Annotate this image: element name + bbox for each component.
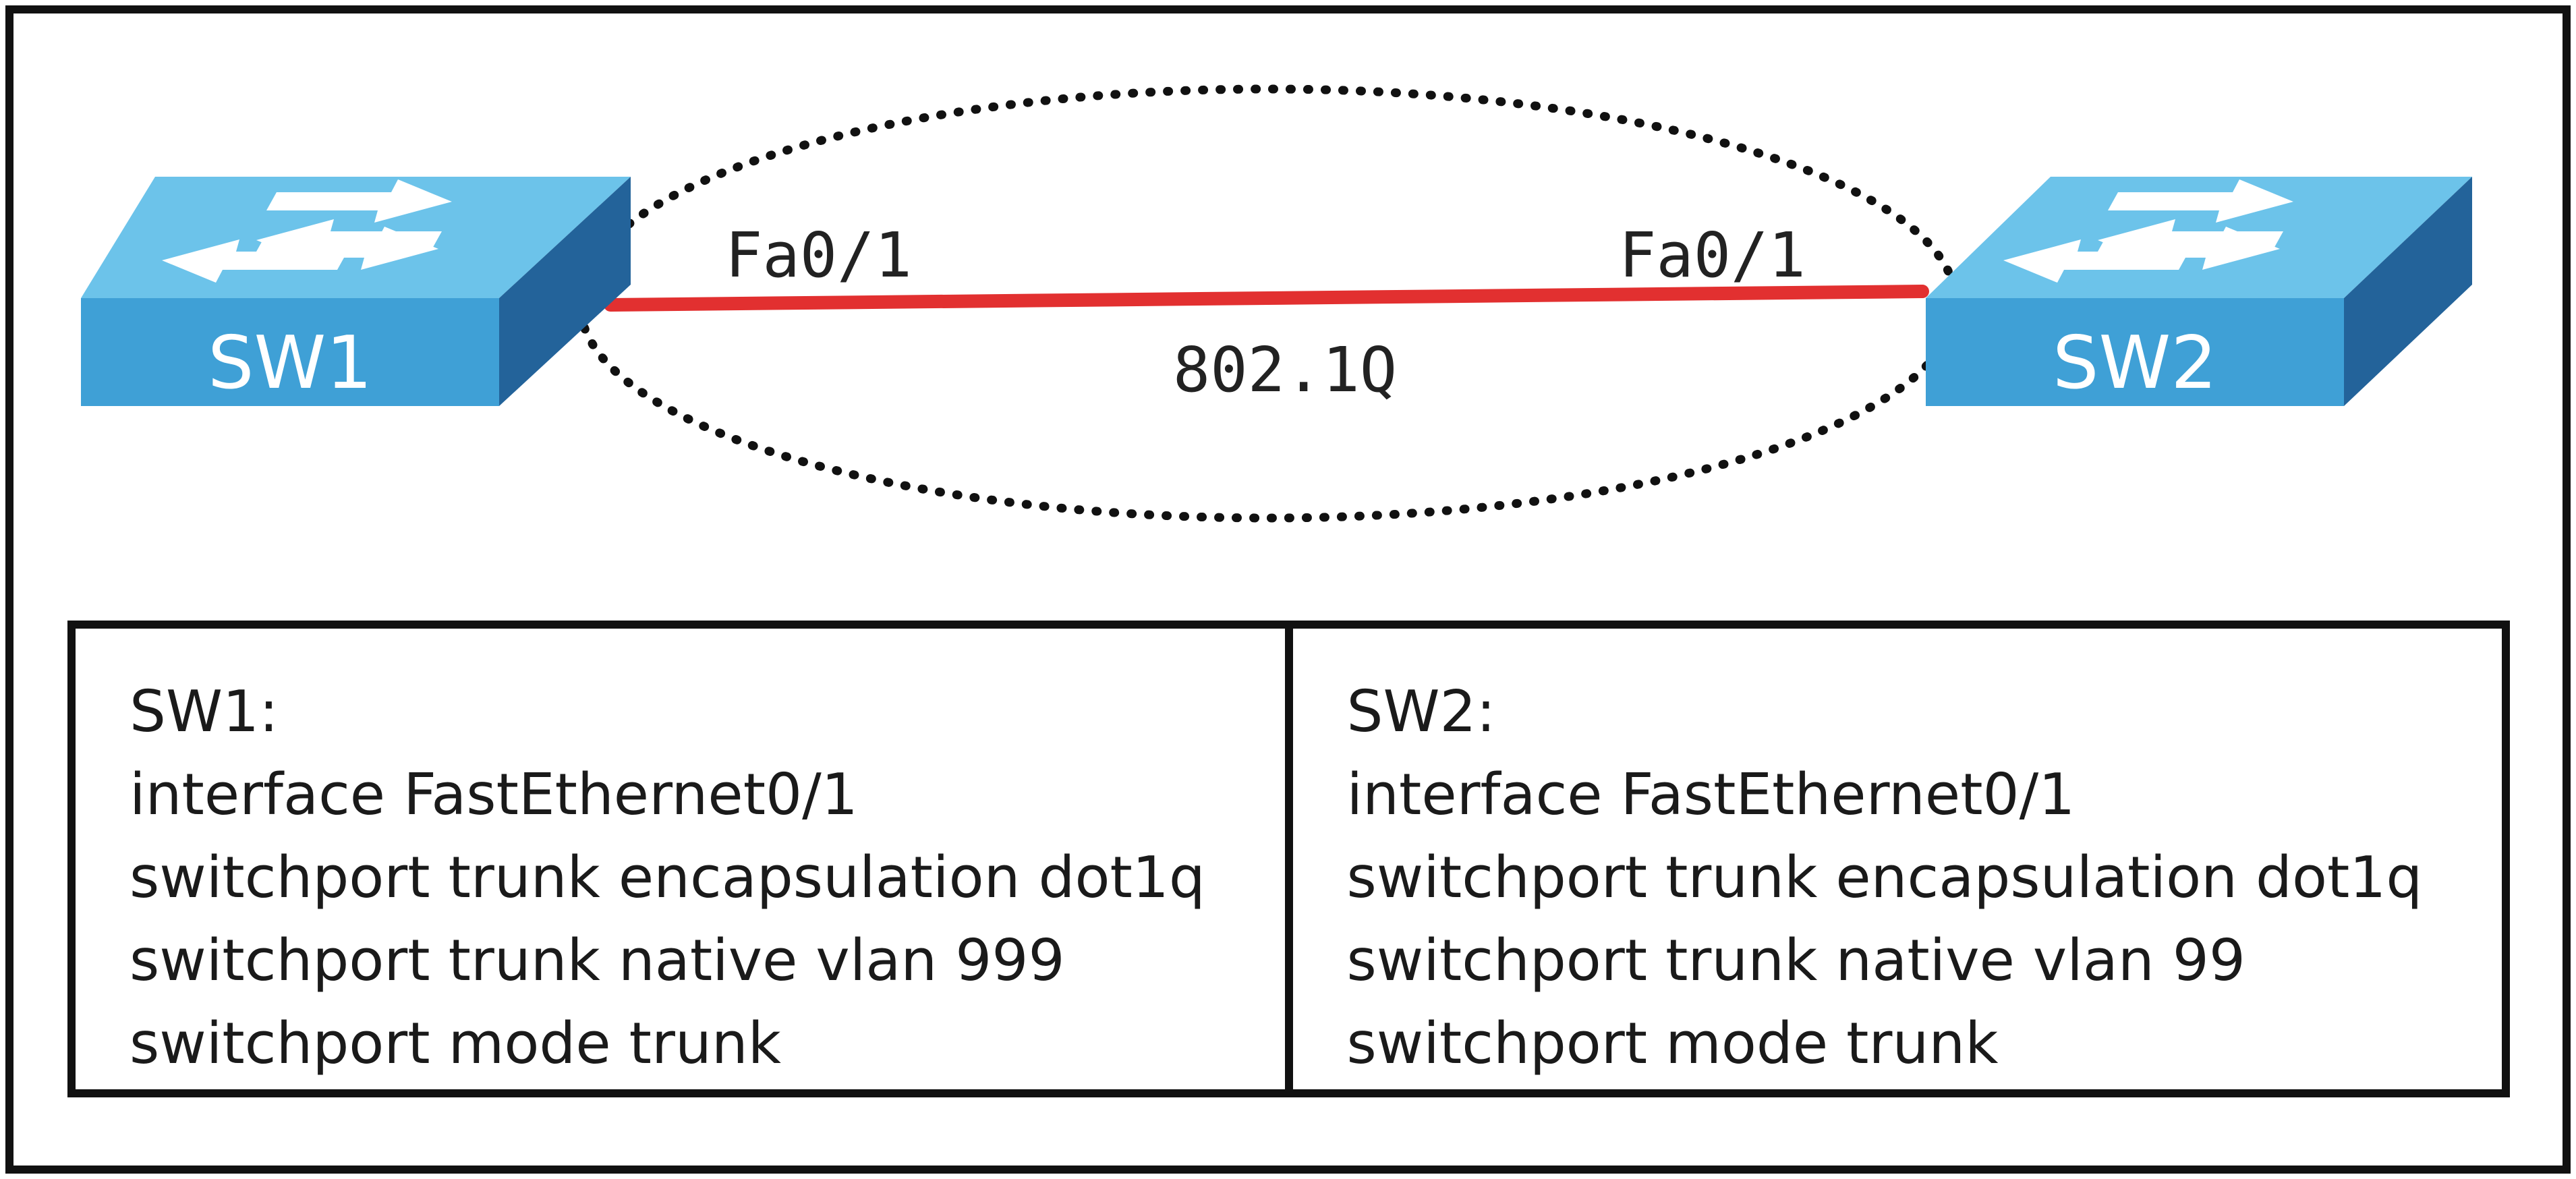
- config-line: switchport mode trunk: [130, 1010, 781, 1077]
- switch-label: SW1: [208, 321, 372, 405]
- encapsulation-label: 802.1Q: [1173, 334, 1397, 406]
- config-table: SW1: interface FastEthernet0/1 switchpor…: [67, 621, 2510, 1097]
- config-line: interface FastEthernet0/1: [1346, 761, 2076, 828]
- config-title: SW2:: [1346, 679, 1496, 745]
- switch-front-face: [81, 298, 499, 406]
- config-line: switchport mode trunk: [1346, 1010, 1999, 1077]
- config-line: switchport trunk native vlan 99: [1346, 927, 2245, 994]
- port-label: Fa0/1: [1619, 219, 1806, 291]
- config-line: switchport trunk native vlan 999: [130, 927, 1065, 994]
- config-line: switchport trunk encapsulation dot1q: [1346, 844, 2423, 911]
- switch-sw1: SW1 Fa0/1: [81, 177, 912, 406]
- switch-front-face: [1926, 298, 2344, 406]
- config-sw2: SW2: interface FastEthernet0/1 switchpor…: [1293, 629, 2502, 1089]
- config-sw1: SW1: interface FastEthernet0/1 switchpor…: [76, 629, 1293, 1089]
- trunk-link: [604, 285, 1929, 312]
- config-line: switchport trunk encapsulation dot1q: [130, 844, 1205, 911]
- switch-arrows-icon: [162, 179, 452, 283]
- config-line: interface FastEthernet0/1: [130, 761, 858, 828]
- switch-label: SW2: [2053, 321, 2217, 405]
- port-label: Fa0/1: [725, 219, 912, 291]
- switch-arrows-icon: [2003, 179, 2293, 283]
- switch-side-face: [499, 177, 631, 406]
- switch-sw2: SW2 Fa0/1: [1619, 177, 2472, 406]
- config-title: SW1:: [130, 679, 279, 745]
- switch-side-face: [2344, 177, 2472, 406]
